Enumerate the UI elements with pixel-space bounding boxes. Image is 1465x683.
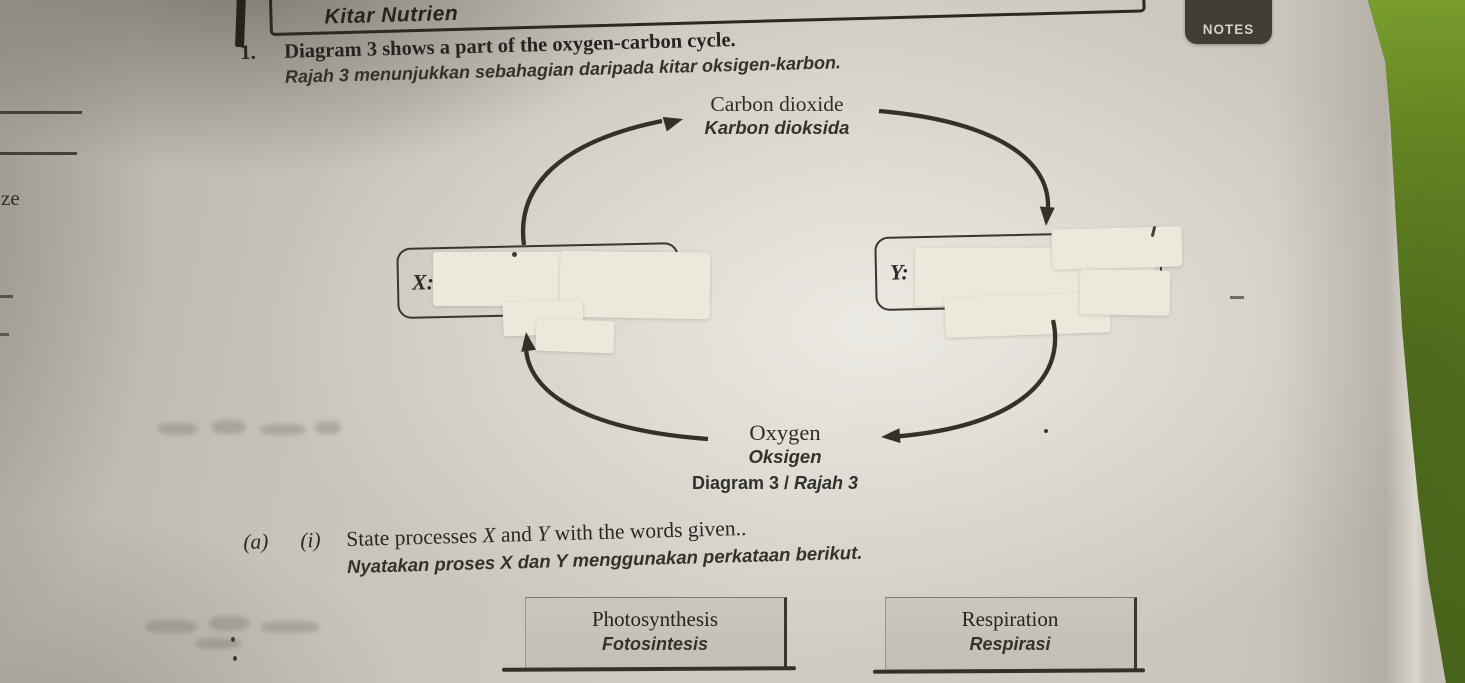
- word-respiration-en: Respiration: [961, 607, 1059, 631]
- arrowhead-down-icon: [1039, 206, 1055, 226]
- ink-speck: [1044, 429, 1048, 433]
- word-bank-photosynthesis: Photosynthesis Fotosintesis: [525, 597, 787, 669]
- word-photosynthesis-ms: Fotosintesis: [601, 634, 708, 654]
- prompt-text: and: [495, 521, 538, 547]
- margin-tick: [0, 295, 13, 298]
- prompt-text: with the words given..: [548, 515, 747, 546]
- question-number: 1.: [240, 41, 256, 64]
- arrow-oxygen-to-x: [523, 339, 709, 442]
- word-box-underline: [501, 666, 797, 672]
- carbon-dioxide-node: Carbon dioxide Karbon dioksida: [642, 92, 912, 138]
- oxygen-node: Oxygen Oksigen: [665, 420, 905, 467]
- margin-cropped-text: ze: [1, 186, 20, 210]
- arrowhead-right-icon: [662, 117, 683, 132]
- ink-speck: [512, 252, 517, 257]
- diagram-caption-en: Diagram 3 /: [691, 473, 794, 493]
- ink-speck: [233, 656, 237, 661]
- notes-tab: NOTES: [1185, 0, 1272, 44]
- margin-rule-fragment: [0, 111, 82, 114]
- part-label: (a): [243, 529, 269, 554]
- pen-mark: [235, 0, 246, 48]
- carbon-dioxide-label-ms: Karbon dioksida: [704, 116, 850, 138]
- ink-speck: [231, 637, 235, 642]
- word-photosynthesis-en: Photosynthesis: [591, 607, 719, 631]
- prompt-text: State processes: [345, 523, 483, 552]
- arrowhead-up-icon: [521, 332, 537, 352]
- prompt-x: X: [482, 522, 496, 548]
- cycle-arrows: [520, 108, 1058, 444]
- word-bank-respiration: Respiration Respirasi: [885, 597, 1137, 672]
- diagram-caption-ms: Rajah 3: [794, 473, 859, 493]
- bleed-through-smudge: [135, 610, 355, 658]
- oxygen-carbon-cycle-diagram: Carbon dioxide Karbon dioksida X: Y: Ox: [390, 90, 1183, 510]
- oxygen-label-en: Oxygen: [749, 420, 821, 445]
- arrowhead-left-icon: [881, 428, 901, 444]
- diagram-caption: Diagram 3 / Rajah 3: [625, 473, 925, 494]
- notes-tab-label: NOTES: [1202, 22, 1255, 37]
- prompt-y: Y: [536, 521, 550, 546]
- margin-tick: [0, 333, 9, 336]
- question-prompt-block: (a) (i) State processes X and Y with the w…: [243, 509, 1004, 581]
- arrow-x-to-co2: [520, 118, 663, 246]
- oxygen-label-ms: Oksigen: [748, 445, 822, 467]
- chapter-header-text: Kitar Nutrien: [324, 1, 459, 29]
- bleed-through-smudge: [150, 415, 350, 443]
- word-box-underline: [872, 668, 1146, 674]
- word-respiration-ms: Respirasi: [969, 634, 1051, 654]
- carbon-dioxide-label-en: Carbon dioxide: [710, 92, 844, 116]
- stray-dash: [1230, 296, 1244, 299]
- subpart-label: (i): [299, 527, 321, 553]
- margin-rule-fragment: [0, 152, 77, 155]
- arrow-y-to-oxygen: [889, 319, 1058, 440]
- arrow-co2-to-y: [878, 108, 1051, 219]
